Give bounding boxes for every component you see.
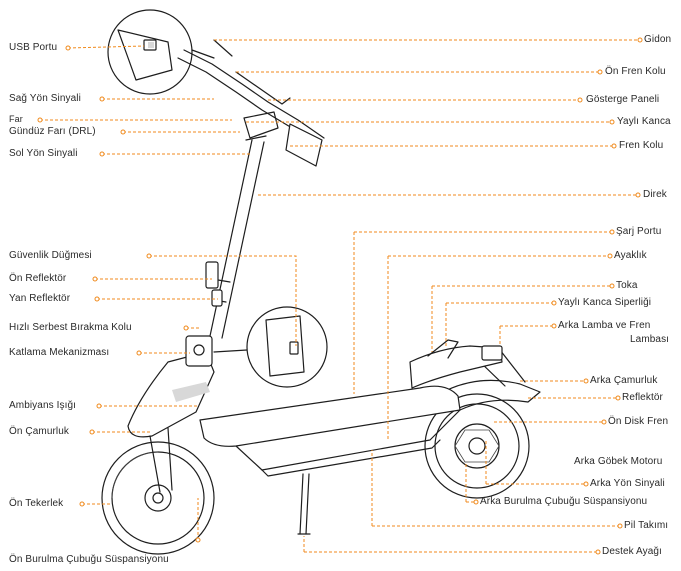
- label-front-fender: Ön Çamurluk: [9, 426, 69, 438]
- label-rear-hub-motor: Arka Göbek Motoru: [574, 456, 662, 468]
- label-spring-hook: Yaylı Kanca: [617, 116, 671, 128]
- label-rear-torsion-suspension: Arka Burulma Çubuğu Süspansiyonu: [480, 496, 647, 508]
- label-handlebar: Gidon: [644, 34, 671, 46]
- label-safety-button: Güvenlik Düğmesi: [9, 250, 92, 262]
- label-front-torsion-suspension: Ön Burulma Çubuğu Süspansiyonu: [9, 554, 169, 566]
- label-display-panel: Gösterge Paneli: [586, 94, 659, 106]
- label-kickstand: Ayaklık: [614, 250, 647, 262]
- scooter-illustration: [102, 10, 540, 554]
- label-right-turn-signal: Sağ Yön Sinyali: [9, 93, 81, 105]
- label-usb-port: USB Portu: [9, 42, 57, 54]
- label-drl: Gündüz Farı (DRL): [9, 126, 96, 138]
- label-tail-brake-light: Arka Lamba ve Fren: [558, 320, 650, 332]
- label-front-reflector: Ön Reflektör: [9, 273, 66, 285]
- label-support-foot: Destek Ayağı: [602, 546, 662, 558]
- label-brake-lever: Fren Kolu: [619, 140, 663, 152]
- label-folding-mechanism: Katlama Mekanizması: [9, 347, 109, 359]
- label-stem: Direk: [643, 189, 667, 201]
- label-front-brake-lever: Ön Fren Kolu: [605, 66, 666, 78]
- label-front-wheel: Ön Tekerlek: [9, 498, 63, 510]
- label-front-disc-brake: Ön Disk Fren: [608, 416, 668, 428]
- label-charging-port: Şarj Portu: [616, 226, 661, 238]
- label-reflector: Reflektör: [622, 392, 663, 404]
- label-left-turn-signal: Sol Yön Sinyali: [9, 148, 78, 160]
- label-quick-release-lever: Hızlı Serbest Bırakma Kolu: [9, 322, 132, 334]
- label-side-reflector: Yan Reflektör: [9, 293, 70, 305]
- label-rear-fender: Arka Çamurluk: [590, 375, 657, 387]
- label-headlight: Far: [9, 113, 23, 125]
- label-rear-turn-signal: Arka Yön Sinyali: [590, 478, 665, 490]
- label-battery-pack: Pil Takımı: [624, 520, 668, 532]
- label-ambient-light: Ambiyans Işığı: [9, 400, 76, 412]
- leader-lines-right: [214, 38, 642, 554]
- label-tail-brake-light-line2: Lambası: [630, 334, 669, 346]
- label-buckle: Toka: [616, 280, 638, 292]
- label-spring-hook-cover: Yaylı Kanca Siperliği: [558, 297, 651, 309]
